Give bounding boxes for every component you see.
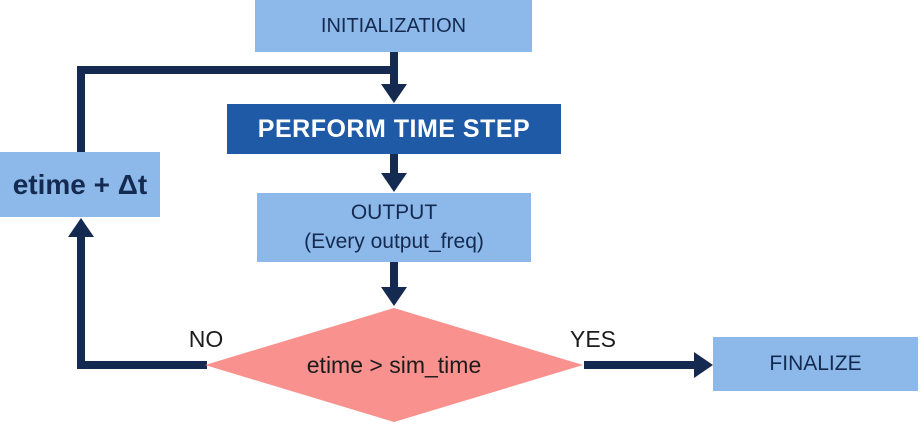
- node-etime-increment-label: etime + Δt: [12, 168, 148, 200]
- node-output: OUTPUT (Every output_freq): [257, 193, 531, 262]
- arrow-init-to-perform: [381, 52, 407, 103]
- loop-line-etime-to-main: [77, 66, 396, 152]
- node-perform-time-step-label: PERFORM TIME STEP: [257, 114, 531, 143]
- node-finalize-label: FINALIZE: [769, 352, 862, 375]
- branch-label-yes: YES: [569, 326, 617, 352]
- node-finalize: FINALIZE: [713, 337, 918, 391]
- node-etime-increment: etime + Δt: [0, 152, 160, 217]
- node-initialization: INITIALIZATION: [255, 0, 532, 52]
- arrow-decision-yes-to-finalize: [584, 352, 713, 378]
- arrow-decision-no-to-etime: [68, 218, 207, 369]
- arrow-perform-to-output: [381, 154, 407, 192]
- node-output-label-line2: (Every output_freq): [304, 229, 484, 253]
- branch-label-no: NO: [188, 326, 224, 352]
- node-perform-time-step: PERFORM TIME STEP: [227, 104, 561, 154]
- node-output-label-line1: OUTPUT: [350, 201, 438, 225]
- node-decision-label: etime > sim_time: [306, 351, 482, 378]
- arrow-output-to-decision: [381, 262, 407, 306]
- node-initialization-label: INITIALIZATION: [320, 14, 467, 37]
